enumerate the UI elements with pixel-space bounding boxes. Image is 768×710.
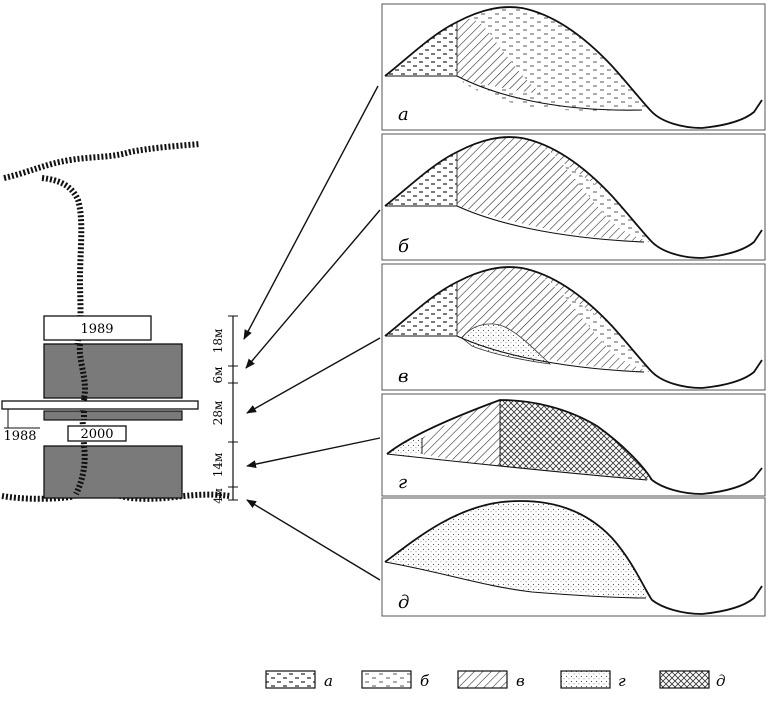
year-1989: 1989 [80, 322, 113, 337]
panel-g: г [381, 393, 766, 497]
plot-1989-frame [43, 315, 152, 341]
legend-label-v: в [516, 672, 525, 690]
arrows [243, 85, 381, 581]
grey-block-upper [43, 343, 183, 399]
grey-block-lower [43, 445, 183, 499]
legend-item-g: г [560, 670, 626, 690]
legend-item-a: а [265, 670, 333, 690]
panel-b: б [381, 133, 766, 261]
panel-b-label: б [398, 236, 410, 257]
dim-28m: 28м [211, 401, 225, 426]
road-top [3, 141, 201, 181]
legend-label-b: б [420, 672, 430, 690]
panel-a-label: а [398, 104, 409, 125]
strip-1988 [1, 400, 199, 410]
dimension-scale: 18м 6м 28м 14м 4м [211, 315, 238, 504]
panel-d: д [381, 497, 766, 617]
panel-d-label: д [398, 592, 409, 613]
dim-4m: 4м [212, 488, 225, 504]
legend: а б в г д [265, 670, 726, 690]
arrow-v [246, 337, 381, 414]
arrow-b [245, 209, 381, 369]
dim-6m: 6м [211, 367, 225, 384]
arrow-g [246, 437, 381, 469]
legend-label-d: д [716, 672, 726, 690]
arrow-a [243, 85, 379, 340]
panel-v-label: в [398, 366, 408, 387]
legend-label-g: г [618, 672, 626, 690]
year-1988: 1988 [3, 429, 36, 444]
legend-label-a: а [324, 672, 333, 690]
panel-a: а [381, 3, 766, 131]
dim-18m: 18м [211, 329, 225, 354]
plan-view: 1989 1988 2000 18м 6м 28м 14м 4 [1, 141, 238, 504]
year-2000: 2000 [80, 427, 113, 442]
arrow-d [246, 499, 381, 581]
legend-item-d: д [659, 670, 726, 690]
panel-g-label: г [398, 472, 407, 493]
plot-2000-frame [67, 425, 127, 442]
dim-14m: 14м [211, 453, 225, 478]
grey-strip [43, 410, 183, 421]
legend-item-b: б [361, 670, 430, 690]
legend-item-v: в [457, 670, 525, 690]
panel-v: в [381, 263, 766, 391]
